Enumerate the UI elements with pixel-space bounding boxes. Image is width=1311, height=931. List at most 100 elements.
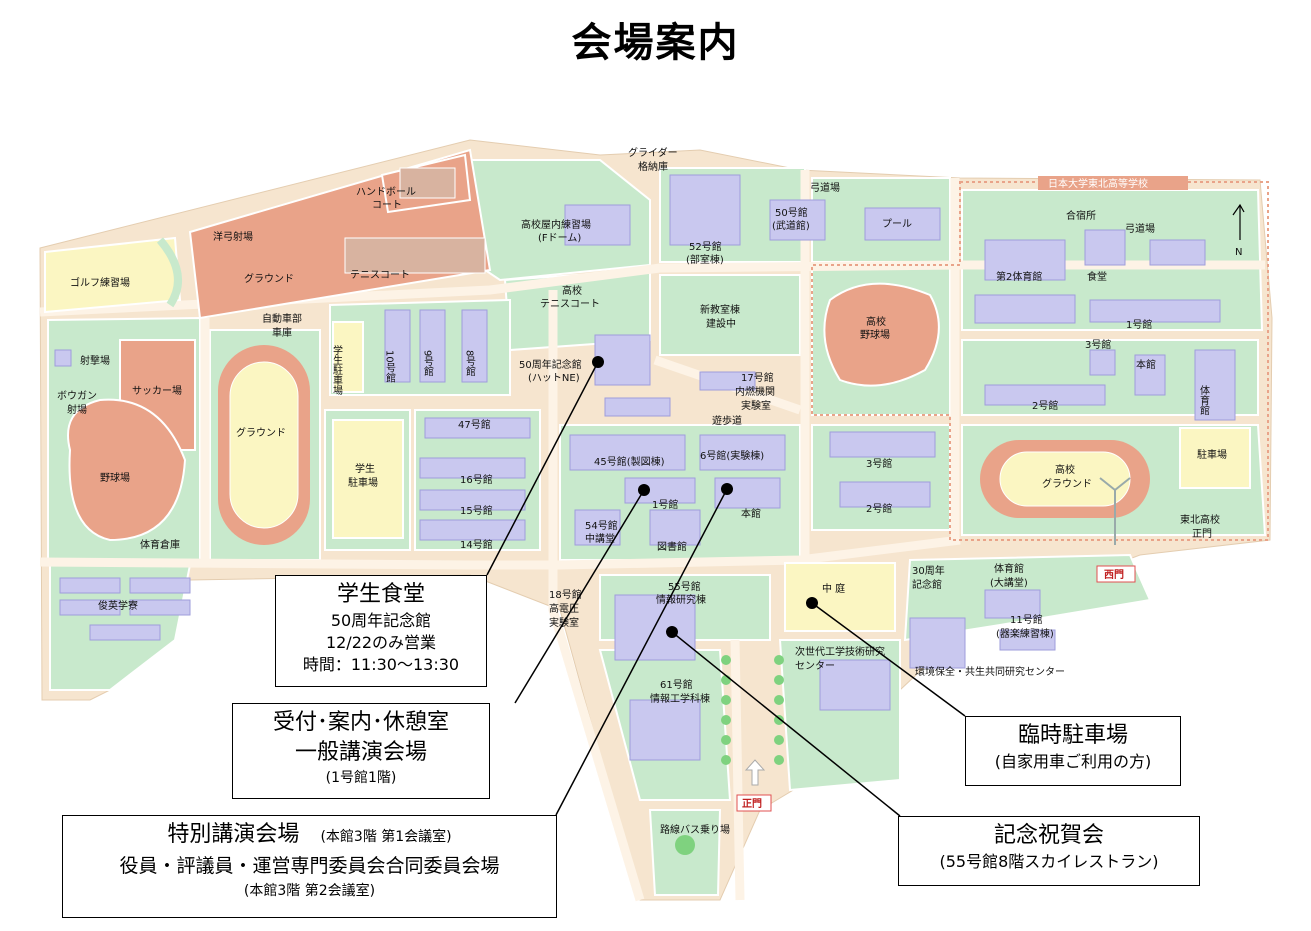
callout-cafeteria-line1: 50周年記念館 [330,611,432,630]
label-b55b: 情報研究棟 [656,593,706,606]
label-b50memorial2: (ハットNE) [528,373,580,384]
label-b50: 50号館 [775,206,808,219]
label-shagekijo: 射撃場 [80,354,110,367]
label-cafeteria: 食堂 [1087,270,1107,283]
label-car-garage: 自動車部 [262,312,302,325]
student-parking-area [332,419,404,539]
dot-parking [806,597,818,609]
callout-special: 特別講演会場 (本館3階 第1会議室) 役員・評議員・運営専門委員会合同委員会場… [62,815,557,918]
callout-special-title: 特別講演会場 [167,822,300,847]
callout-reception: 受付･案内･休憩室 一般講演会場 (1号館1階) [232,703,490,799]
label-b11: 11号館 [1010,613,1043,626]
hs-banner [1038,176,1188,190]
label-student-parking: 学生 [355,462,375,475]
label-b17b: 内燃機関 [735,385,775,398]
label-b50memorial: 50周年記念館 [519,358,582,371]
label-gassyuku: 合宿所 [1066,209,1096,222]
dot-reception [638,484,650,496]
label-b14: 14号館 [460,538,493,551]
label-soccer: サッカー場 [132,384,182,397]
label-b30b: 記念館 [912,578,942,591]
label-student-parking-v: 学生駐車場 [331,344,343,396]
label-b17c: 実験室 [741,399,771,412]
callout-reception-title2: 一般講演会場 [294,740,427,765]
label-golf: ゴルフ練習場 [70,276,130,289]
north-arrow-icon [1232,203,1245,240]
callout-special-line1: 役員・評議員・運営専門委員会合同委員会場 [119,855,500,877]
label-hs-b2: 2号館 [1032,399,1058,412]
map-labels: グライダー 格納庫 弓道場 日本大学東北高等学校 ハンドボール コート 洋弓射場… [57,146,1242,836]
label-b11b: (器楽練習棟) [996,627,1054,640]
callout-party: 記念祝賀会 (55号館8階スカイレストラン) [898,816,1200,886]
main-gate-marker [736,794,772,812]
label-b50b: (武道館) [772,219,810,232]
label-hs-gate2: 正門 [1192,528,1212,540]
buildings [54,174,1236,761]
label-hs-tennis: 高校 [562,284,582,297]
label-b52b: (部室棟) [686,253,724,266]
gate-arrow-icon [744,759,766,786]
hs-baseball-field [823,282,940,387]
label-main-gate: 正門 [742,798,762,810]
label-equipment: 体育倉庫 [140,538,180,551]
callout-reception-title: 受付･案内･休憩室 [272,710,449,735]
callout-parking-sub: (自家用車ご利用の方) [994,752,1152,771]
label-gym2: 第2体育館 [996,270,1042,283]
label-hs-tennis2: テニスコート [540,299,600,310]
leader-lines [486,361,966,817]
page-title: 会場案内 [571,20,740,66]
label-hs-gate: 東北高校 [1180,513,1220,526]
callout-special-note: (本館3階 第1会議室) [320,829,452,845]
label-promenade: 遊歩道 [712,414,742,427]
label-b18b: 高電圧 [549,602,579,615]
label-handball: ハンドボール [356,186,416,198]
label-north: N [1235,247,1242,258]
label-handball2: コート [372,200,402,211]
label-b30: 30周年 [912,564,945,577]
student-parking-vertical [332,321,364,393]
label-b9: 9号館 [422,350,434,377]
label-student-parking2: 駐車場 [348,476,378,489]
label-bowgun2: 射場 [67,403,87,416]
label-hs-baseball2: 野球場 [860,328,890,341]
label-hs-ground: 高校 [1055,463,1075,476]
label-bus-stop: 路線バス乗り場 [660,823,730,836]
label-b1: 1号館 [652,498,678,511]
label-gym-hall2: (大講堂) [990,576,1028,589]
label-hs-main: 本館 [1136,358,1156,371]
label-b61: 61号館 [660,678,693,691]
label-tennis: テニスコート [350,270,410,281]
label-next-gen: 次世代工学技術研究 [795,645,885,658]
label-main-bldg: 本館 [741,507,761,520]
label-b8: 8号館 [464,350,476,377]
label-next-gen2: センター [795,660,835,672]
callout-parking-title: 臨時駐車場 [1017,723,1128,748]
label-env-center: 環境保全・共生共同研究センター [915,665,1065,678]
golf-range [44,236,182,314]
label-hs-banner: 日本大学東北高等学校 [1048,177,1148,190]
label-b16: 16号館 [460,473,493,486]
callout-parking: 臨時駐車場 (自家用車ご利用の方) [965,716,1181,786]
label-b47: 47号館 [458,418,491,431]
label-fdome: (Fドーム) [538,232,581,244]
label-b45: 45号館(製図棟) [594,455,665,468]
label-b18: 18号館 [549,588,582,601]
label-hs-gym: 体育館 [1198,385,1210,416]
label-hs-ground2: グラウンド [1042,477,1092,490]
label-car-garage2: 車庫 [272,326,292,339]
tennis-courts [344,167,486,274]
label-library: 図書館 [657,540,687,553]
label-gym-hall: 体育館 [994,562,1024,575]
label-hs-b3: 3号館 [1085,338,1111,351]
label-b54b: 中講堂 [585,532,615,545]
callout-cafeteria-title: 学生食堂 [336,582,425,607]
label-dorm: 俊英学寮 [98,599,138,612]
label-b6: 6号館(実験棟) [700,449,764,462]
baseball-field [67,398,187,542]
wind-turbine-icon [1099,477,1131,545]
callout-party-sub: (55号館8階スカイレストラン) [939,852,1159,871]
label-youkyu: 洋弓射場 [213,230,253,243]
trees [675,655,784,855]
label-kyudojo-top: 弓道場 [810,181,840,194]
label-b17: 17号館 [741,371,774,384]
